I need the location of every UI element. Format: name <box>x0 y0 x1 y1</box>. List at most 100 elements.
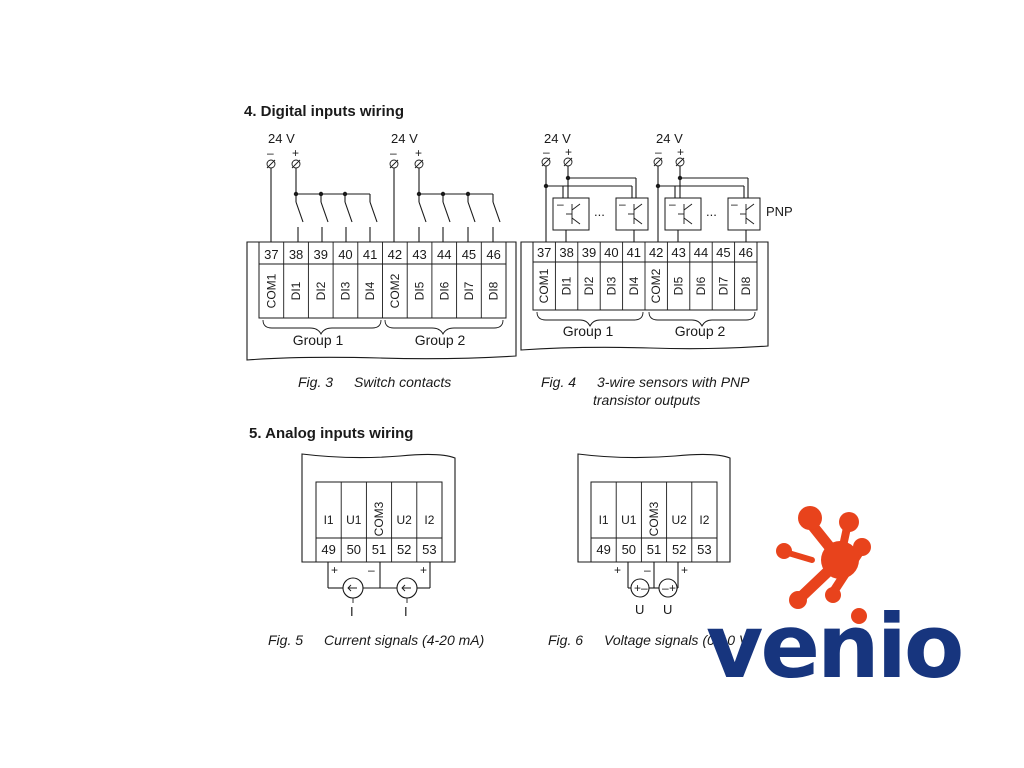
fig6-terminal-number: 49 <box>596 542 610 557</box>
fig3-terminal-label: DI1 <box>289 281 303 300</box>
fig4-terminal-number: 42 <box>649 245 663 260</box>
fig4-sensor3-minus: – <box>669 197 676 211</box>
fig6-minus: – <box>644 563 651 577</box>
fig4-pnp-sensors: 24 V – + 24 V – + <box>520 131 793 408</box>
fig6-src1-minus: – <box>641 581 648 595</box>
fig5-caption-number: Fig. 5 <box>268 632 303 648</box>
fig5-plus-right: + <box>420 563 427 577</box>
fig5-source1-label: I <box>350 604 354 619</box>
fig3-switch-contacts: 24 V – + 24 V – + <box>246 131 517 390</box>
fig4-terminal-label: DI7 <box>716 276 730 295</box>
fig3-terminal-number: 45 <box>462 247 476 262</box>
fig3-terminal-number: 46 <box>486 247 500 262</box>
fig4-terminal-label: DI1 <box>560 276 574 295</box>
fig5-terminal-label: I1 <box>324 513 334 527</box>
fig5-terminal-number: 51 <box>372 542 386 557</box>
fig3-supply2-minus: – <box>390 146 397 160</box>
fig3-terminal-label: DI8 <box>487 281 501 300</box>
fig4-supply1-minus: – <box>543 145 550 159</box>
fig3-terminal-label: DI4 <box>363 281 377 300</box>
fig3-terminal-number: 43 <box>412 247 426 262</box>
fig5-terminal-number: 49 <box>321 542 335 557</box>
fig4-terminal-number: 39 <box>582 245 596 260</box>
fig3-terminal-number: 40 <box>338 247 352 262</box>
fig6-terminal-label: COM3 <box>647 501 661 536</box>
fig3-terminal-label: DI7 <box>462 281 476 300</box>
fig3-caption-number: Fig. 3 <box>298 374 333 390</box>
fig4-terminal-number: 46 <box>739 245 753 260</box>
fig5-terminal-number: 50 <box>347 542 361 557</box>
fig3-caption-text: Switch contacts <box>354 374 451 390</box>
fig4-supply1-voltage: 24 V <box>544 131 571 146</box>
fig6-caption-number: Fig. 6 <box>548 632 583 648</box>
fig3-terminal-label: DI2 <box>314 281 328 300</box>
fig4-terminal-label: COM2 <box>649 268 663 303</box>
fig4-sensor1-minus: – <box>557 197 564 211</box>
fig3-supply2-plus: + <box>415 146 422 160</box>
fig5-terminal-label: I2 <box>424 513 434 527</box>
fig6-src2-minus: – <box>662 581 669 595</box>
fig3-terminal-number: 41 <box>363 247 377 262</box>
venio-logo: venio <box>706 506 964 698</box>
fig6-terminal-number: 52 <box>672 542 686 557</box>
fig6-terminal-label: U2 <box>672 513 688 527</box>
fig4-sensor4-minus: – <box>731 197 738 211</box>
fig4-supply2-plus: + <box>677 145 684 159</box>
fig4-group2-ellipsis: ... <box>706 204 717 219</box>
fig4-supply2-minus: – <box>655 145 662 159</box>
fig4-caption-text: 3-wire sensors with PNP <box>597 374 750 390</box>
fig4-group1-ellipsis: ... <box>594 204 605 219</box>
fig3-supply1-minus: – <box>267 146 274 160</box>
fig3-group2-label: Group 2 <box>415 332 466 348</box>
fig6-terminal-number: 51 <box>647 542 661 557</box>
fig4-terminal-label: DI4 <box>627 276 641 295</box>
fig3-terminal-number: 38 <box>289 247 303 262</box>
fig4-caption-number: Fig. 4 <box>541 374 576 390</box>
fig4-terminal-label: DI2 <box>582 276 596 295</box>
fig4-terminal-label: COM1 <box>537 268 551 303</box>
fig4-terminal-number: 44 <box>694 245 708 260</box>
fig5-minus: – <box>368 563 375 577</box>
fig5-terminal-label: COM3 <box>372 501 386 536</box>
fig4-supply1-plus: + <box>565 145 572 159</box>
fig6-terminal-label: I1 <box>599 513 609 527</box>
fig5-terminal-label: U1 <box>346 513 362 527</box>
fig6-terminal-number: 53 <box>697 542 711 557</box>
fig4-group2-label: Group 2 <box>675 323 726 339</box>
fig3-terminal-number: 37 <box>264 247 278 262</box>
fig4-terminal-number: 45 <box>716 245 730 260</box>
fig5-plus-left: + <box>331 563 338 577</box>
fig3-terminal-label: DI5 <box>413 281 427 300</box>
analog-inputs-heading: 5. Analog inputs wiring <box>249 425 413 442</box>
fig3-terminal-number: 42 <box>388 247 402 262</box>
venio-logo-text: venio <box>706 595 961 698</box>
fig4-sensor2-minus: – <box>619 197 626 211</box>
fig4-terminal-label: DI5 <box>672 276 686 295</box>
digital-inputs-heading: 4. Digital inputs wiring <box>244 103 404 120</box>
fig3-supply1-voltage: 24 V <box>268 131 295 146</box>
fig3-supply1-plus: + <box>292 146 299 160</box>
fig4-terminal-number: 43 <box>671 245 685 260</box>
fig6-src2-plus: + <box>669 581 676 595</box>
fig4-terminal-number: 38 <box>559 245 573 260</box>
fig4-terminal-number: 41 <box>627 245 641 260</box>
fig5-source2-label: I <box>404 604 408 619</box>
fig6-terminal-label: U1 <box>621 513 637 527</box>
fig4-supply2-voltage: 24 V <box>656 131 683 146</box>
fig6-plus-left: + <box>614 563 621 577</box>
fig5-terminal-number: 53 <box>422 542 436 557</box>
fig6-source2-label: U <box>663 602 672 617</box>
fig4-group1-label: Group 1 <box>563 323 614 339</box>
fig3-terminal-number: 44 <box>437 247 451 262</box>
fig3-supply2-voltage: 24 V <box>391 131 418 146</box>
fig5-caption-text: Current signals (4-20 mA) <box>324 632 484 648</box>
fig6-src1-plus: + <box>634 581 641 595</box>
fig6-terminal-number: 50 <box>622 542 636 557</box>
fig6-caption-text: Voltage signals (0-10 V) <box>604 632 753 648</box>
fig6-source1-label: U <box>635 602 644 617</box>
fig5-terminal-label: U2 <box>397 513 413 527</box>
fig3-terminal-label: DI6 <box>437 281 451 300</box>
